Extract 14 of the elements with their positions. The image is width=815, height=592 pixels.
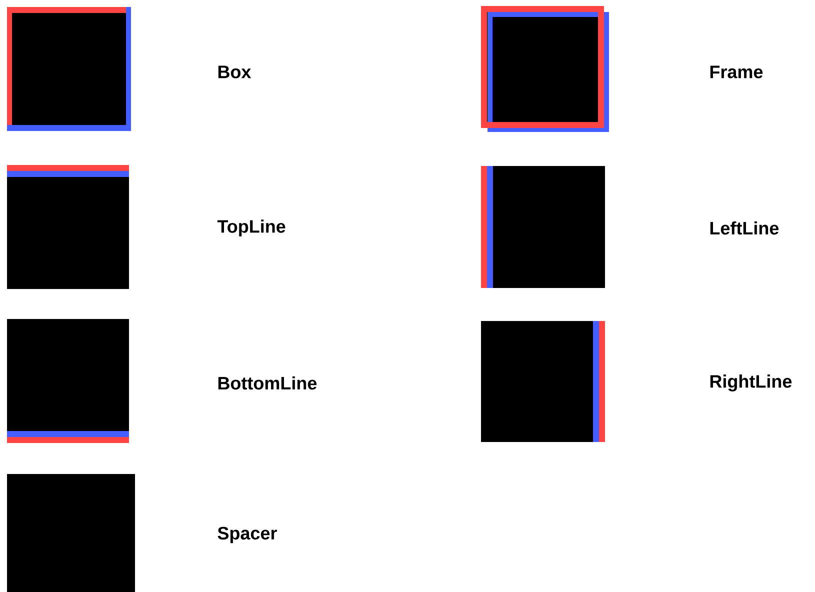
border-name: Box [218, 66, 252, 78]
border-sample [7, 7, 131, 131]
border-name: BottomLine [218, 376, 317, 390]
border-sample [481, 6, 609, 132]
border-sample [481, 166, 605, 288]
border-name: LeftLine [710, 221, 779, 235]
border-sample [7, 319, 129, 443]
border-name: RightLine [710, 374, 792, 392]
border-sample [481, 321, 605, 442]
border-sample [7, 474, 135, 592]
border-name: TopLine [217, 220, 286, 236]
border-name: Spacer [218, 526, 277, 544]
border-name: Frame [710, 66, 763, 78]
border-sample [7, 165, 129, 289]
